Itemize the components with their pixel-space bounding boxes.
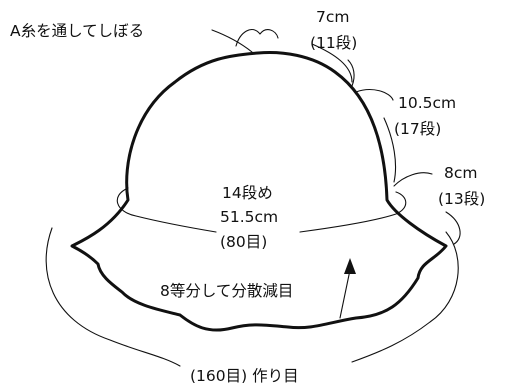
top-section-arc [311,43,353,83]
middle-section-body [383,117,397,183]
row-14-guide-right [299,191,407,233]
lower-section-arc [393,172,433,187]
row-marker: 14段め [222,184,273,202]
gather-leader-line [211,29,253,53]
row-14-guide-left [116,187,217,233]
decrease-arrow [339,269,351,319]
top-section-bracket [235,29,279,47]
gather-note: A糸を通してしぼる [10,22,144,40]
brim-left-arc [45,227,181,367]
decrease-arrowhead [344,258,356,274]
middle-section-rows: (17段) [394,120,441,138]
top-section-length: 7cm [316,8,349,26]
decrease-note: 8等分して分散減目 [160,282,293,300]
lower-section-length: 8cm [444,164,477,182]
cast-on-note: (160目) 作り目 [190,367,299,385]
circumference-stitches: (80目) [220,233,267,251]
middle-section-length: 10.5cm [398,94,456,112]
circumference: 51.5cm [220,208,278,226]
middle-section-arc [355,89,394,101]
lower-section-rows: (13段) [438,190,485,208]
top-section-rows: (11段) [310,34,357,52]
top-section-tail [347,59,355,87]
brim-right-small-arc [445,211,461,245]
brim-right-arc [351,231,459,363]
hat-outline [70,51,448,332]
